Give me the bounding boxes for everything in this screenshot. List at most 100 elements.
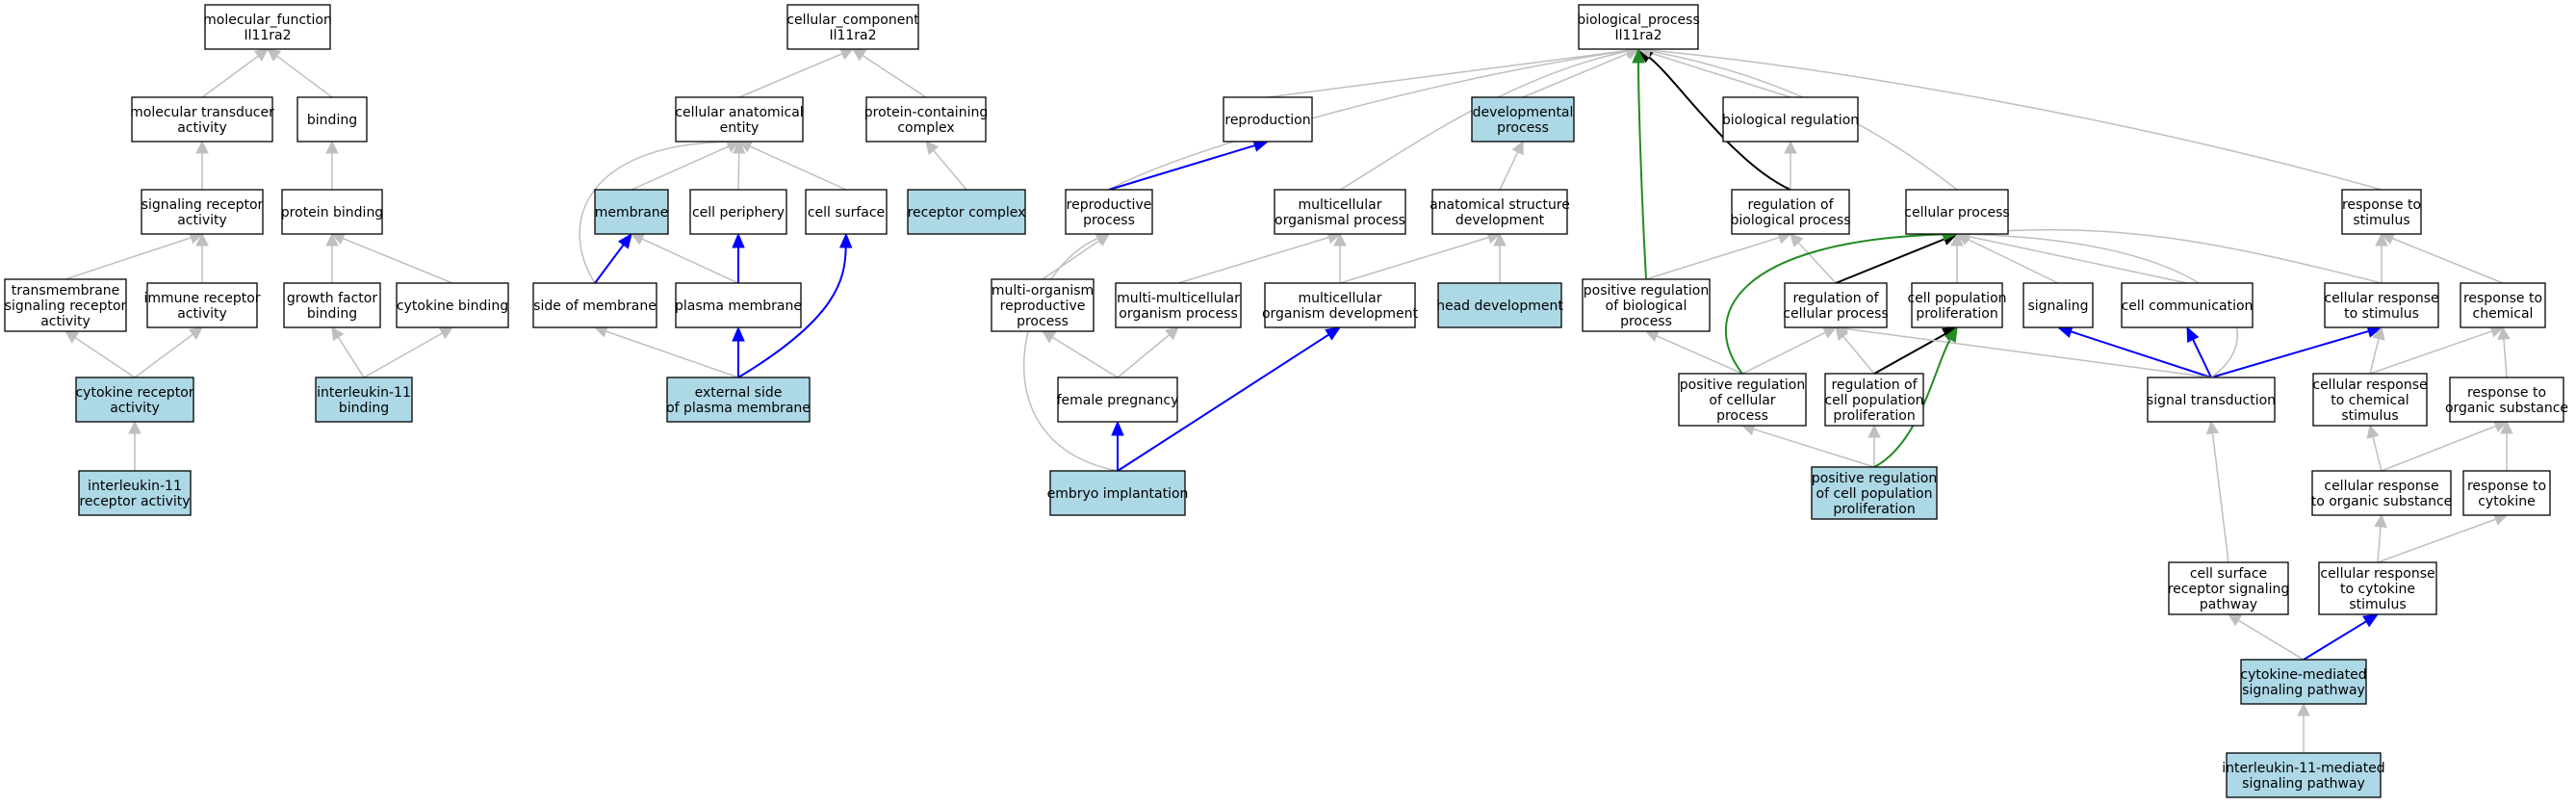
go-term-node-csurf[interactable]: cell surface: [805, 189, 888, 235]
go-term-node-fp[interactable]: female pregnancy: [1057, 377, 1179, 423]
arrowhead-cmsp-to-csrsp: [2228, 613, 2243, 627]
go-term-node-membrane[interactable]: membrane: [594, 189, 669, 235]
go-term-node-ei[interactable]: embryo implantation: [1047, 470, 1189, 516]
node-label-line: side of membrane: [533, 299, 657, 314]
edge-repro-to-bp: [1267, 49, 1628, 98]
node-label-line: multicellular: [1299, 197, 1382, 213]
edge-mmop-to-mop: [1177, 236, 1329, 284]
go-term-node-cb[interactable]: cytokine binding: [396, 282, 509, 328]
node-label-line: organism process: [1119, 306, 1237, 322]
go-term-node-som[interactable]: side of membrane: [532, 282, 657, 328]
node-label-line: of cell population: [1816, 486, 1933, 502]
node-box: [1471, 96, 1575, 143]
node-box: [907, 189, 1026, 235]
go-term-node-cper[interactable]: cell periphery: [689, 189, 787, 235]
edge-asd-to-devp: [1499, 151, 1519, 191]
node-label-line: membrane: [595, 205, 669, 221]
edge-crcs-to-rtc: [2369, 330, 2492, 375]
node-box: [1437, 282, 1562, 328]
arrowhead-fp-to-morp: [1042, 330, 1057, 344]
go-term-node-pb[interactable]: protein binding: [281, 189, 383, 235]
edge-prcp-to-rcp: [1741, 331, 1826, 375]
node-box: [675, 282, 802, 328]
node-label-line: stimulus: [2349, 597, 2406, 612]
go-term-node-hd[interactable]: head development: [1436, 282, 1563, 328]
go-term-node-ccom[interactable]: cell communication: [2121, 282, 2254, 328]
node-label-line: multi-organism: [992, 283, 1094, 299]
node-label-line: Il11ra2: [244, 28, 291, 43]
go-term-node-rcomplex[interactable]: receptor complex: [907, 189, 1026, 235]
node-label-line: signaling pathway: [2242, 776, 2365, 792]
node-box: [1824, 373, 1924, 427]
node-label-line: signaling: [2027, 299, 2088, 314]
go-term-node-breg[interactable]: biological regulation: [1722, 96, 1859, 143]
node-box: [146, 282, 258, 328]
node-box: [2121, 282, 2254, 328]
go-term-node-sig[interactable]: signaling: [2022, 282, 2094, 328]
go-term-node-binding[interactable]: binding: [296, 96, 368, 143]
edge-fp-to-mmop: [1117, 334, 1171, 378]
node-label-line: cytokine binding: [397, 299, 508, 314]
node-box: [396, 282, 509, 328]
node-label-line: signal transduction: [2147, 393, 2276, 408]
node-label-line: cell communication: [2122, 299, 2254, 314]
go-term-node-st[interactable]: signal transduction: [2147, 377, 2276, 423]
go-term-node-cellp[interactable]: cellular process: [1904, 189, 2010, 235]
node-label-line: entity: [720, 120, 760, 136]
go-term-node-pm[interactable]: plasma membrane: [675, 282, 802, 328]
go-term-node-repro[interactable]: reproduction: [1223, 96, 1313, 143]
node-box: [204, 4, 331, 50]
node-box: [991, 278, 1095, 332]
edge-mop-to-bp: [1339, 50, 1628, 191]
arrowhead-rbp-to-breg: [1784, 140, 1797, 154]
node-box: [2460, 282, 2546, 328]
arrowhead-csrsp-to-st: [2205, 420, 2220, 435]
node-label-line: chemical: [2473, 306, 2534, 322]
node-label-line: organism development: [1262, 306, 1419, 322]
node-label-line: female pregnancy: [1057, 393, 1179, 408]
node-label-line: Il11ra2: [829, 28, 876, 43]
node-label-line: cytokine receptor: [75, 385, 193, 401]
node-label-line: activity: [177, 213, 227, 228]
